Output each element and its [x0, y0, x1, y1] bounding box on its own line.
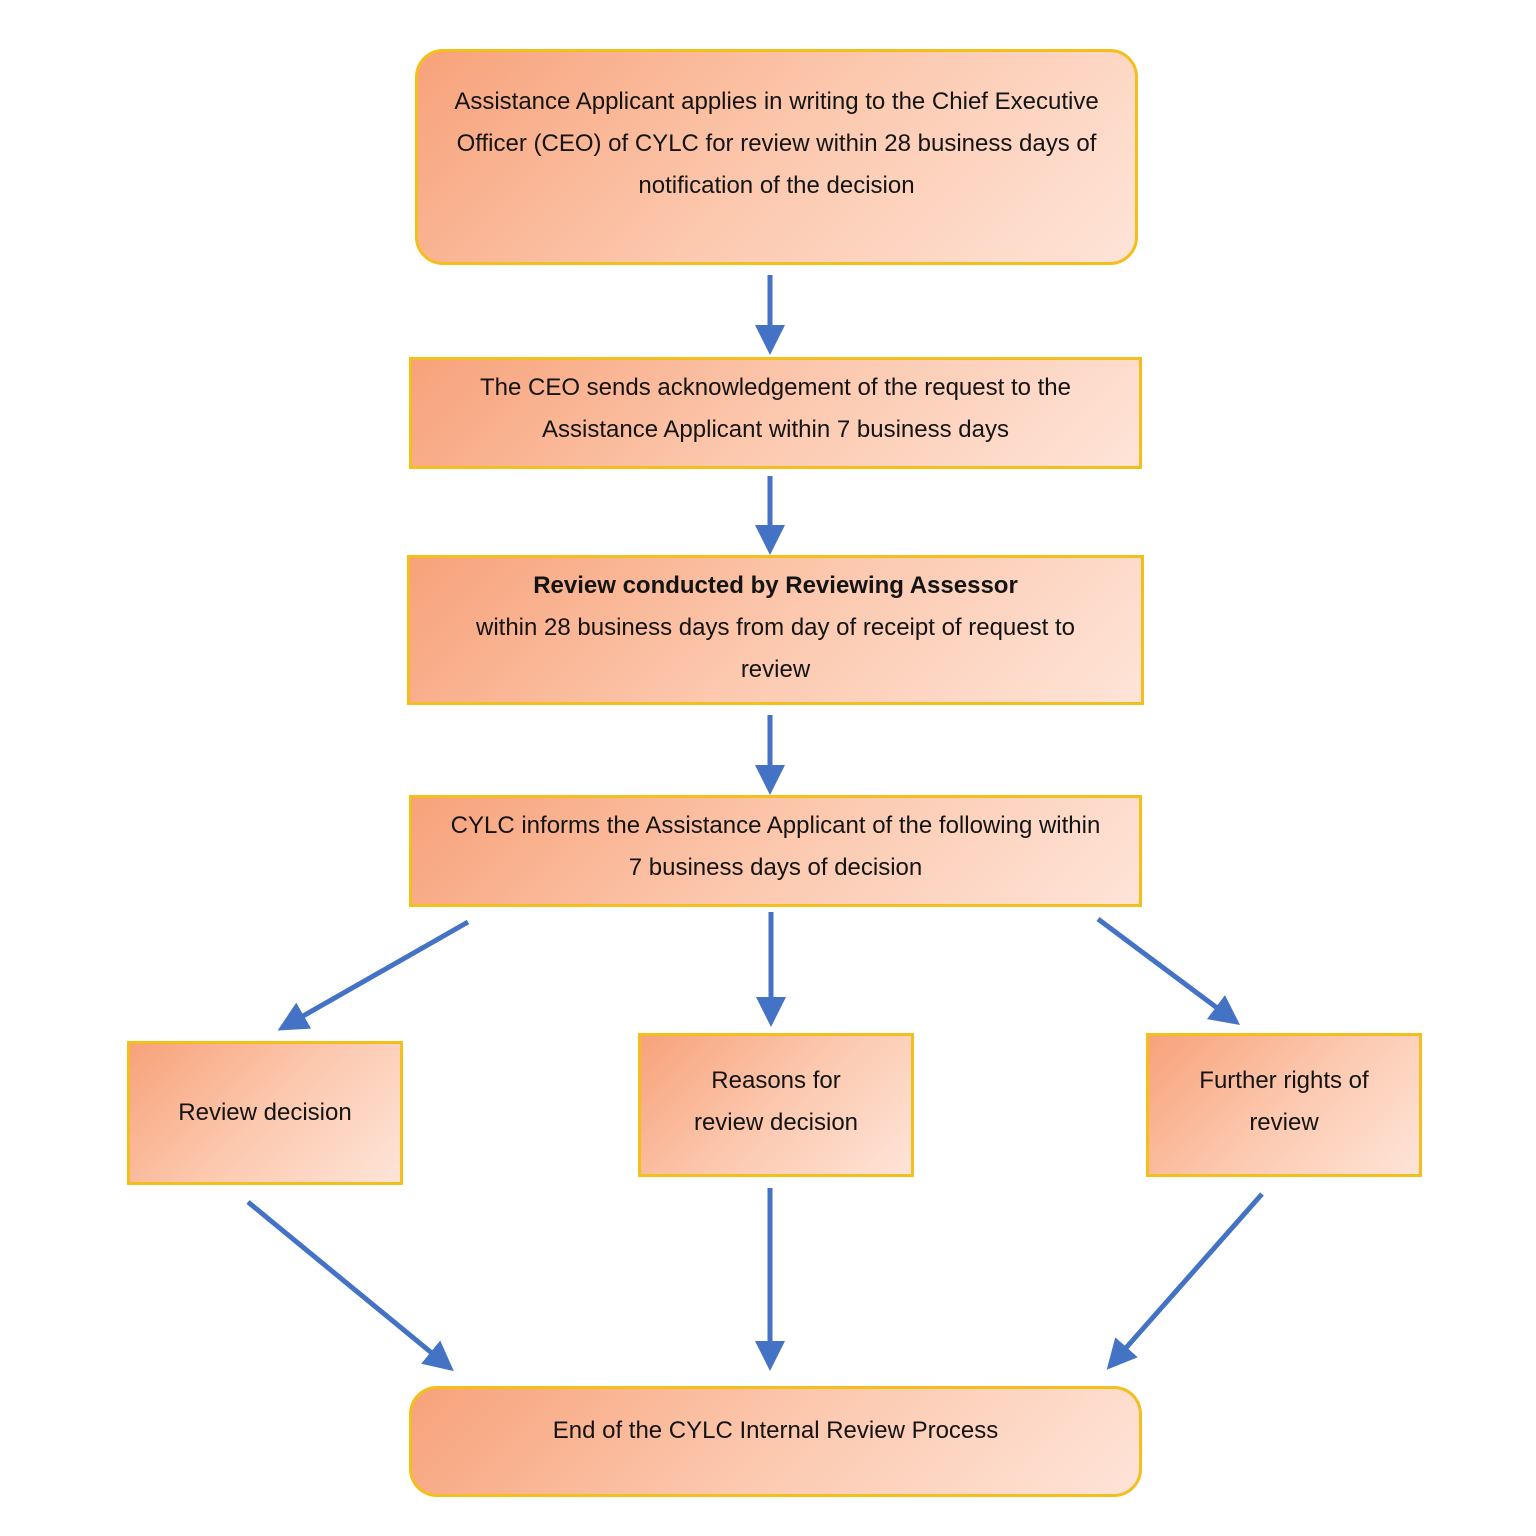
node-decision-text: Review decision	[178, 1099, 352, 1126]
arrow-rights-to-end	[1106, 1192, 1264, 1370]
node-end-text: End of the CYLC Internal Review Process	[552, 1416, 999, 1444]
node-reasons: Reasons for review decision	[638, 1033, 914, 1177]
node-inform-text: CYLC informs the Assistance Applicant of…	[450, 812, 1101, 881]
node-apply: Assistance Applicant applies in writing …	[415, 49, 1138, 265]
node-review-text: within 28 business days from day of rece…	[476, 614, 1075, 683]
arrow-inform-to-decision	[277, 919, 470, 1031]
node-inform: CYLC informs the Assistance Applicant of…	[409, 795, 1142, 907]
node-end: End of the CYLC Internal Review Process	[409, 1386, 1142, 1497]
node-reasons-text: Reasons for review decision	[693, 1067, 859, 1136]
node-review-title: Review conducted by Reviewing Assessor	[533, 572, 1018, 599]
node-acknowledge: The CEO sends acknowledgement of the req…	[409, 357, 1142, 469]
node-decision: Review decision	[127, 1041, 403, 1185]
arrow-decision-to-end	[246, 1200, 454, 1372]
node-rights: Further rights of review	[1146, 1033, 1422, 1177]
arrow-inform-to-rights	[1096, 916, 1241, 1025]
node-rights-text: Further rights of review	[1199, 1067, 1369, 1136]
node-review: Review conducted by Reviewing Assessor w…	[407, 555, 1144, 705]
node-acknowledge-text: The CEO sends acknowledgement of the req…	[479, 374, 1071, 443]
node-apply-text: Assistance Applicant applies in writing …	[454, 88, 1099, 199]
